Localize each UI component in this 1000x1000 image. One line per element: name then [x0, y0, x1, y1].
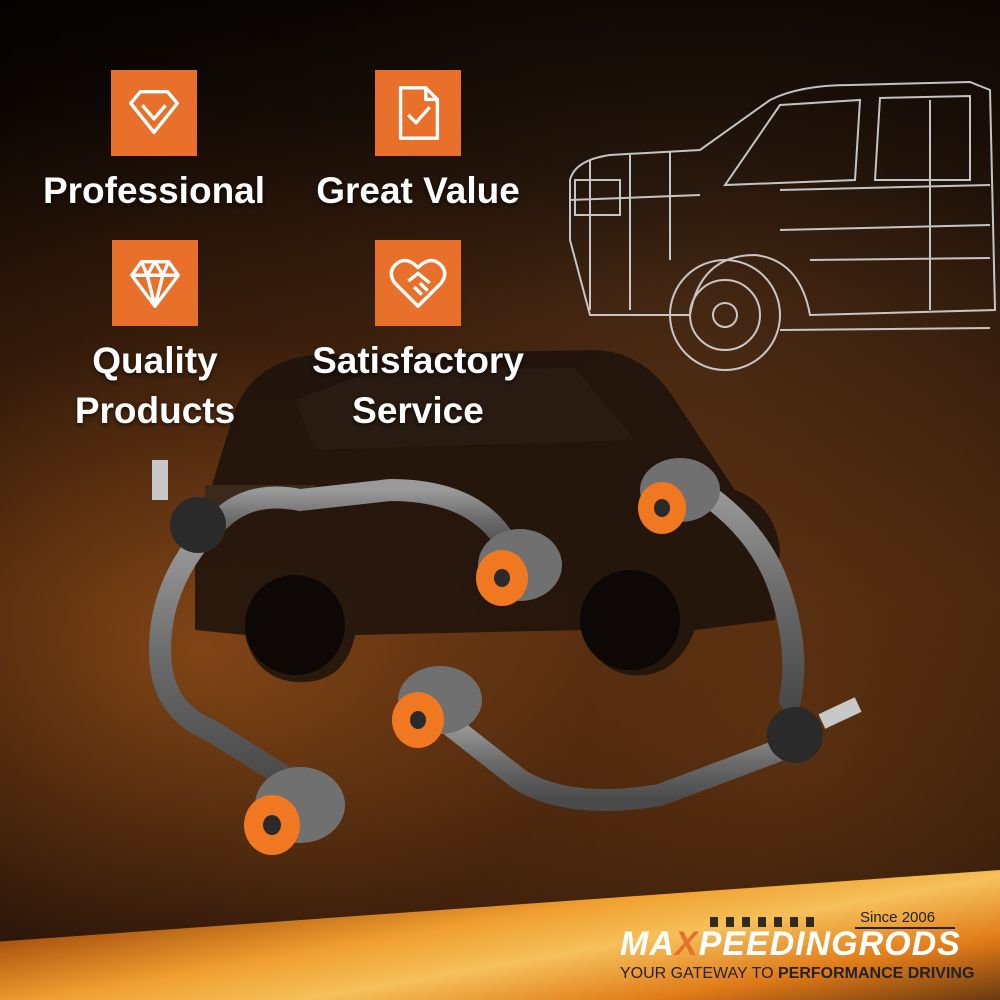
upper-control-arms [148, 458, 862, 855]
brand-name-suffix: PEEDINGRODS [698, 925, 961, 963]
brand-tagline: YOUR GATEWAY TO PERFORMANCE DRIVING [620, 965, 974, 983]
tagline-start: YOUR GATEWAY TO [620, 965, 774, 982]
left-control-arm [148, 460, 562, 855]
brand-name-prefix: MA [620, 925, 675, 963]
brand-logo: Since 2006 MAXPEEDINGRODS YOUR GATEWAY T… [620, 905, 980, 995]
feature-label: Professional [42, 170, 266, 211]
feature-quality-products: Quality Products [60, 240, 250, 436]
brand-since: Since 2006 [860, 909, 936, 926]
bushing [638, 458, 720, 534]
tagline-bold: PERFORMANCE DRIVING [777, 965, 975, 982]
ball-joint [767, 707, 823, 763]
document-check-icon [375, 70, 461, 156]
brand-name-x: X [674, 925, 699, 963]
bushing [476, 529, 562, 606]
ball-joint-stud [152, 460, 168, 500]
feature-satisfactory-service: Satisfactory Service [298, 240, 538, 436]
ball-joint-stud [818, 697, 862, 729]
feature-great-value: Great Value [298, 70, 538, 216]
speed-line [855, 927, 955, 929]
right-control-arm [392, 458, 862, 811]
bushing [244, 767, 345, 855]
feature-label: Quality Products [74, 340, 236, 431]
feature-label: Satisfactory Service [312, 340, 524, 431]
feature-professional: Professional [38, 70, 270, 216]
checker-flag [710, 917, 820, 927]
heart-diamond-icon [111, 70, 197, 156]
feature-label: Great Value [316, 170, 520, 211]
ball-joint [170, 497, 226, 553]
handshake-heart-icon [375, 240, 461, 326]
gem-icon [112, 240, 198, 326]
wireframe-pickup [569, 80, 997, 371]
bushing [392, 666, 482, 748]
brand-name: MAXPEEDINGRODS [620, 925, 961, 964]
